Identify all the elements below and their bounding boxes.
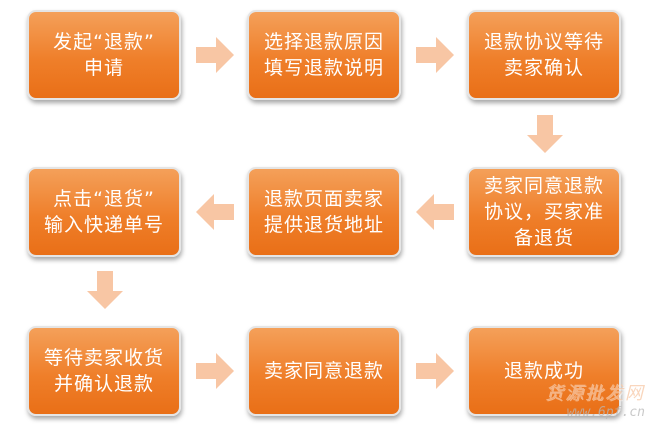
step-4-box: 卖家同意退款 协议，买家准 备退货	[467, 167, 621, 257]
watermark-url: www.6pf.cn	[566, 405, 645, 420]
step-2-box: 选择退款原因 填写退款说明	[247, 10, 401, 100]
step-3-label: 退款协议等待 卖家确认	[483, 31, 604, 79]
watermark-brand: 货源批发网	[545, 383, 645, 404]
step-3-box: 退款协议等待 卖家确认	[467, 10, 621, 100]
step-8-box: 卖家同意退款	[247, 326, 401, 416]
arrow-down-icon	[527, 115, 563, 153]
arrow-left-icon	[416, 194, 454, 230]
arrow-left-icon	[196, 194, 234, 230]
step-6-box: 点击“退货” 输入快递单号	[27, 167, 181, 257]
step-7-label: 等待卖家收货 并确认退款	[43, 347, 164, 395]
step-9-box: 退款成功	[467, 326, 621, 416]
step-8-label: 卖家同意退款	[263, 360, 384, 382]
arrow-right-icon	[416, 353, 454, 389]
arrow-right-icon	[196, 353, 234, 389]
step-7-box: 等待卖家收货 并确认退款	[27, 326, 181, 416]
watermark: 货源批发网 www.6pf.cn	[545, 379, 645, 420]
step-1-box: 发起“退款” 申请	[27, 10, 181, 100]
step-2-label: 选择退款原因 填写退款说明	[263, 31, 384, 79]
step-6-label: 点击“退货” 输入快递单号	[43, 188, 164, 236]
step-1-label: 发起“退款” 申请	[53, 31, 155, 79]
step-5-box: 退款页面卖家 提供退货地址	[247, 167, 401, 257]
arrow-right-icon	[196, 37, 234, 73]
step-5-label: 退款页面卖家 提供退货地址	[263, 188, 384, 236]
arrow-right-icon	[416, 37, 454, 73]
step-4-label: 卖家同意退款 协议，买家准 备退货	[483, 175, 604, 249]
step-9-label: 退款成功	[503, 360, 584, 382]
arrow-down-icon	[87, 271, 123, 309]
